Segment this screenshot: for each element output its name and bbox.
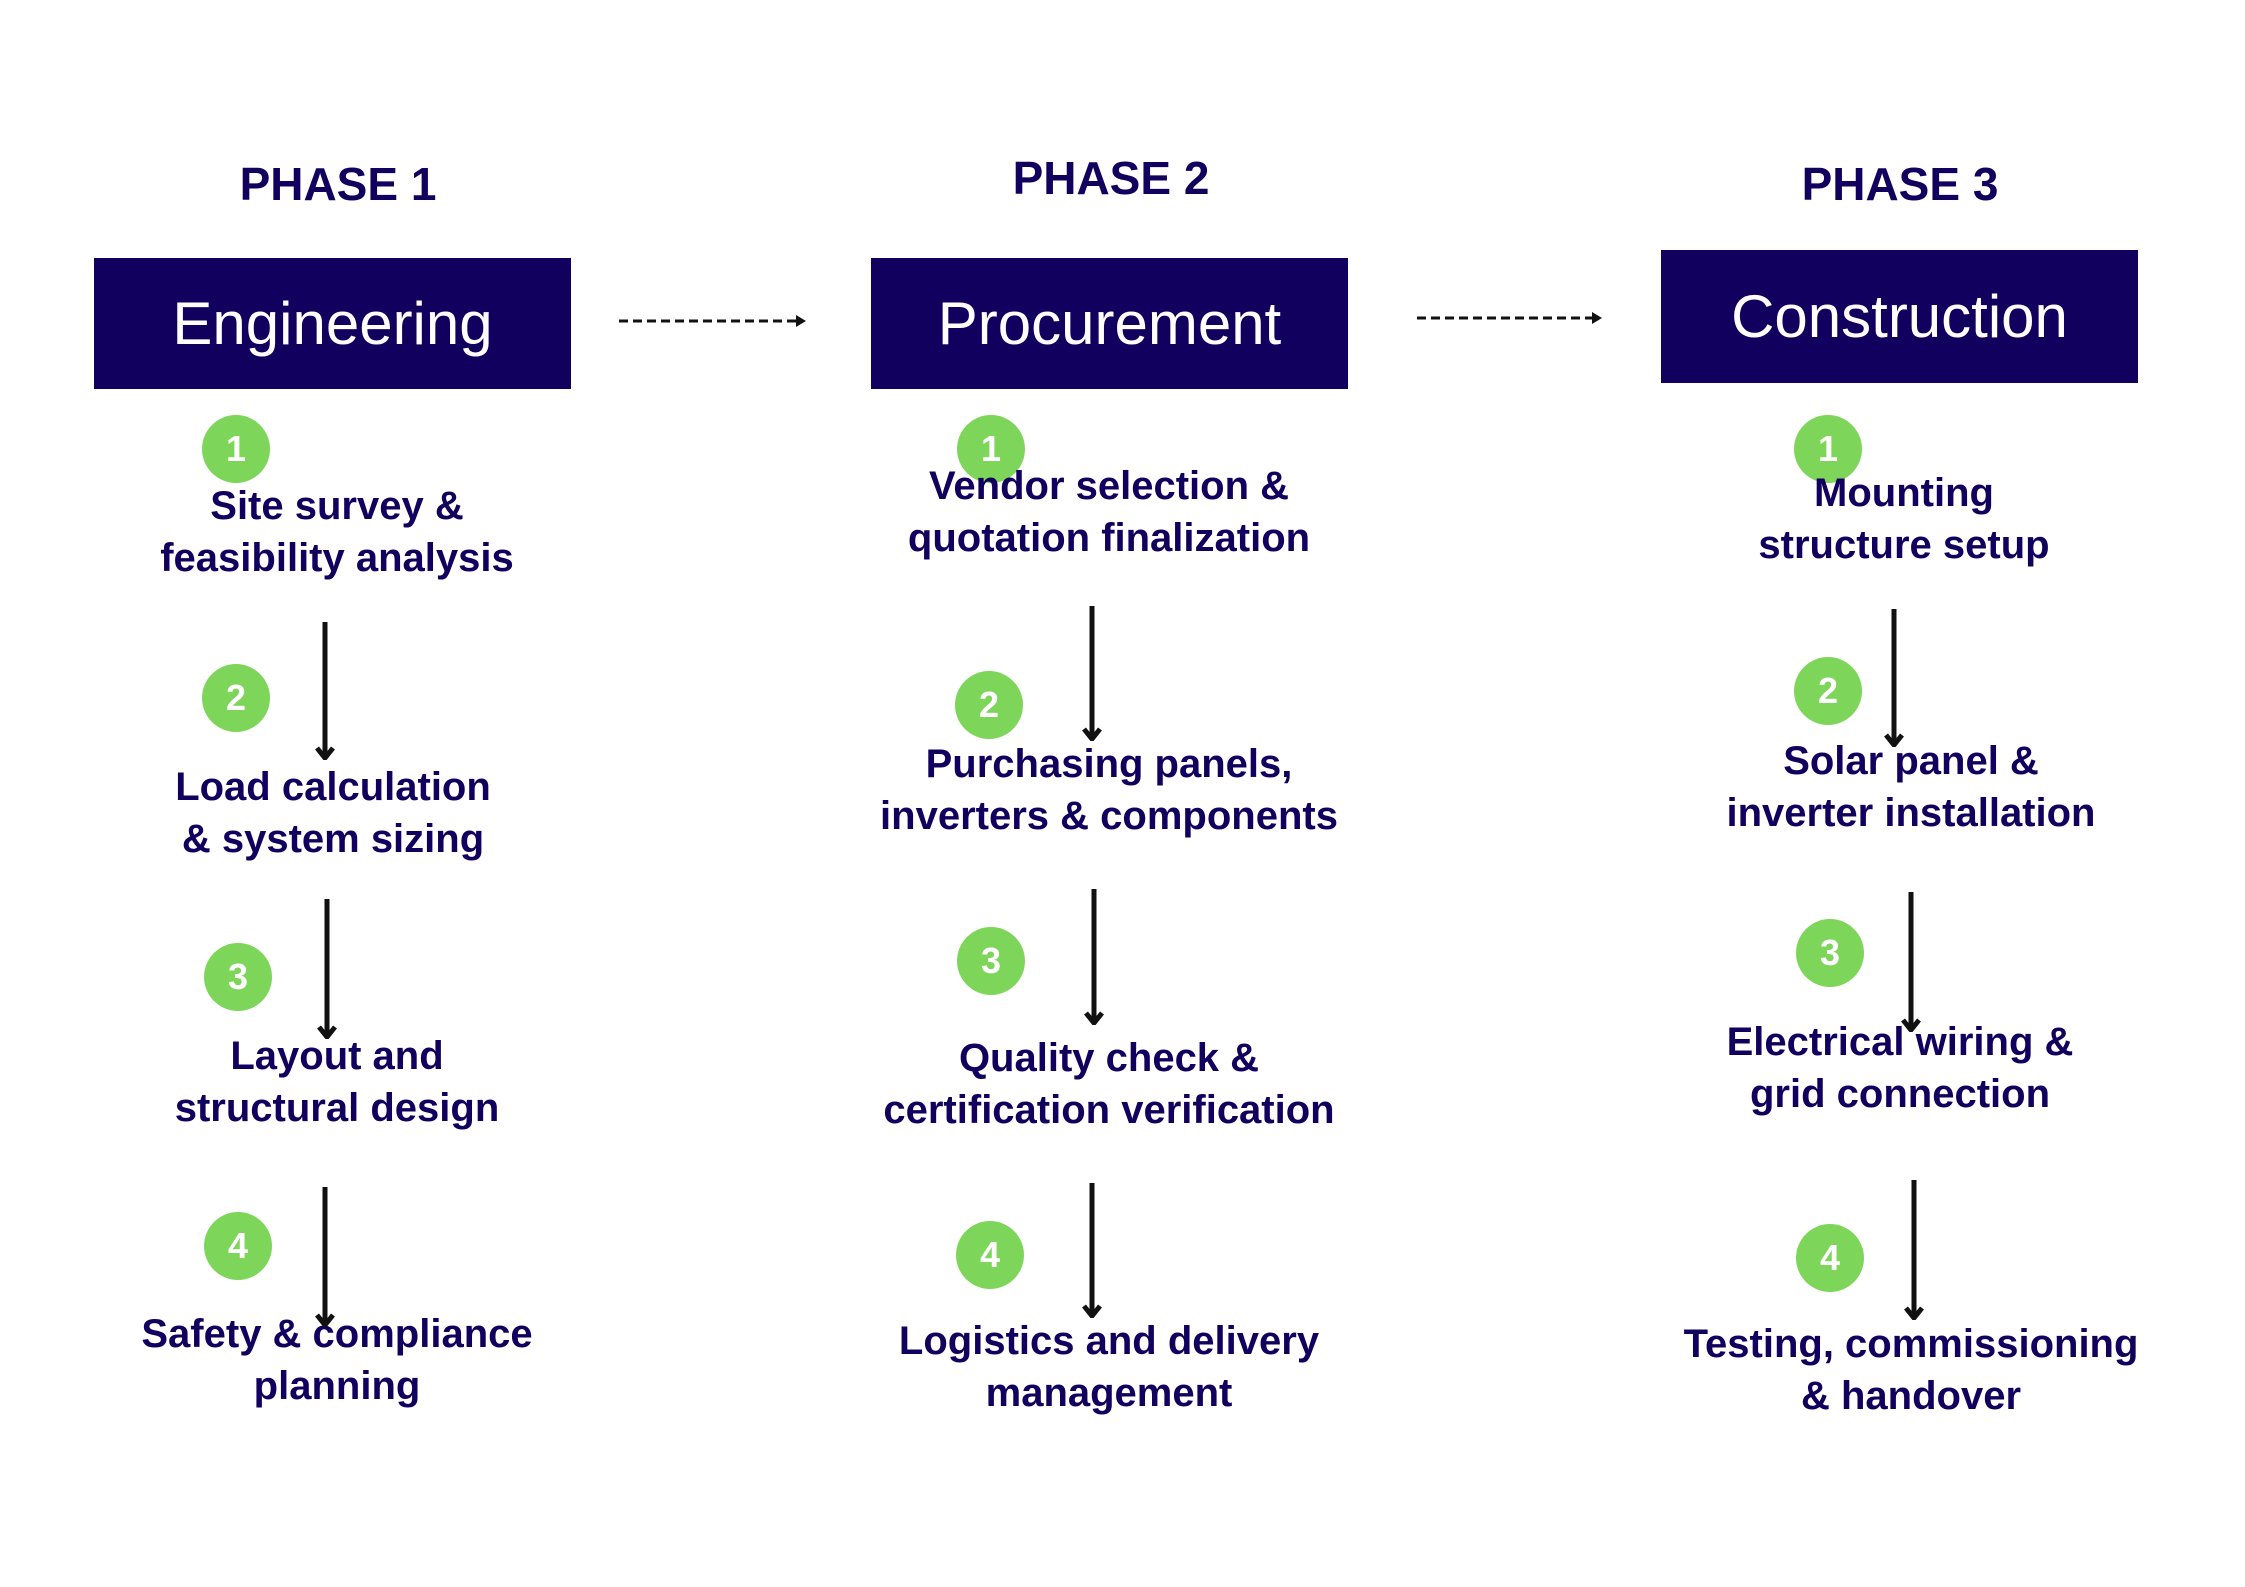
phase-box-engineering: Engineering (94, 258, 571, 389)
step-number-badge: 2 (1794, 657, 1862, 725)
down-arrow-icon (1884, 609, 1904, 747)
step-label-line: structure setup (1758, 523, 2050, 567)
dashed-right-arrow-icon (1417, 312, 1602, 324)
down-arrow-icon (315, 1187, 335, 1327)
step-number-badge: 3 (1796, 919, 1864, 987)
down-arrow-icon (1082, 606, 1102, 741)
phase-name: Procurement (937, 290, 1282, 357)
step-number-badge: 4 (204, 1212, 272, 1280)
step-label: Site survey & feasibility analysis (27, 480, 647, 584)
step-label: Layout and structural design (27, 1030, 647, 1134)
down-arrow-icon (315, 622, 335, 760)
step-label-line: Vendor selection & (928, 464, 1290, 508)
step-label: Vendor selection & quotation finalization (799, 460, 1419, 564)
phase-name: Construction (1731, 283, 2068, 350)
step-number-badge: 3 (957, 927, 1025, 995)
phase-title: PHASE 3 (1801, 158, 1999, 210)
step-label: Mounting structure setup (1594, 467, 2214, 571)
step-label-line: & system sizing (181, 817, 485, 861)
step-label-line: certification verification (883, 1088, 1335, 1132)
step-number-badge: 2 (202, 664, 270, 732)
step-number-badge: 4 (956, 1221, 1024, 1289)
step-label-line: Electrical wiring & (1726, 1020, 2074, 1064)
step-label: Testing, commissioning & handover (1601, 1318, 2221, 1422)
step-label-line: & handover (1800, 1374, 2022, 1418)
step-label-line: grid connection (1750, 1072, 2050, 1116)
step-label: Safety & compliance planning (27, 1308, 647, 1412)
step-label: Solar panel & inverter installation (1601, 735, 2221, 839)
step-number-badge: 1 (202, 415, 270, 483)
step-label: Load calculation & system sizing (23, 761, 643, 865)
step-label-line: Logistics and delivery (898, 1319, 1320, 1363)
step-number-badge: 1 (957, 415, 1025, 483)
step-label-line: Solar panel & (1783, 739, 2039, 783)
step-number-badge: 3 (204, 943, 272, 1011)
down-arrow-icon (1901, 892, 1921, 1032)
step-number-badge: 2 (955, 671, 1023, 739)
step-label-line: inverters & components (880, 794, 1338, 838)
step-label-line: Mounting (1814, 471, 1994, 515)
step-label: Electrical wiring & grid connection (1590, 1016, 2210, 1120)
phase-name: Engineering (172, 290, 493, 357)
phase-title: PHASE 2 (1012, 152, 1210, 204)
down-arrow-icon (1082, 1183, 1102, 1318)
step-label-line: planning (253, 1364, 421, 1408)
phase-title: PHASE 1 (239, 158, 437, 210)
step-number-badge: 4 (1796, 1224, 1864, 1292)
step-label-line: Quality check & (958, 1036, 1260, 1080)
step-label-line: quotation finalization (907, 516, 1311, 560)
phase-box-construction: Construction (1661, 250, 2138, 383)
step-label-line: inverter installation (1726, 791, 2096, 835)
step-label-line: Testing, commissioning (1683, 1322, 2139, 1366)
step-label-line: Purchasing panels, (925, 742, 1293, 786)
step-label-line: structural design (174, 1086, 500, 1130)
dashed-right-arrow-icon (619, 315, 806, 327)
step-label: Purchasing panels, inverters & components (799, 738, 1419, 842)
down-arrow-icon (1084, 889, 1104, 1025)
down-arrow-icon (1904, 1180, 1924, 1320)
step-label-line: Safety & compliance (141, 1312, 533, 1356)
step-number-badge: 1 (1794, 415, 1862, 483)
step-label-line: Load calculation (175, 765, 491, 809)
step-label: Quality check & certification verificatio… (799, 1032, 1419, 1136)
step-label: Logistics and delivery management (799, 1315, 1419, 1419)
phase-box-procurement: Procurement (871, 258, 1348, 389)
step-label-line: management (985, 1371, 1233, 1415)
step-label-line: feasibility analysis (160, 536, 514, 580)
step-label-line: Layout and (230, 1034, 444, 1078)
down-arrow-icon (317, 899, 337, 1039)
step-label-line: Site survey & (210, 484, 464, 528)
